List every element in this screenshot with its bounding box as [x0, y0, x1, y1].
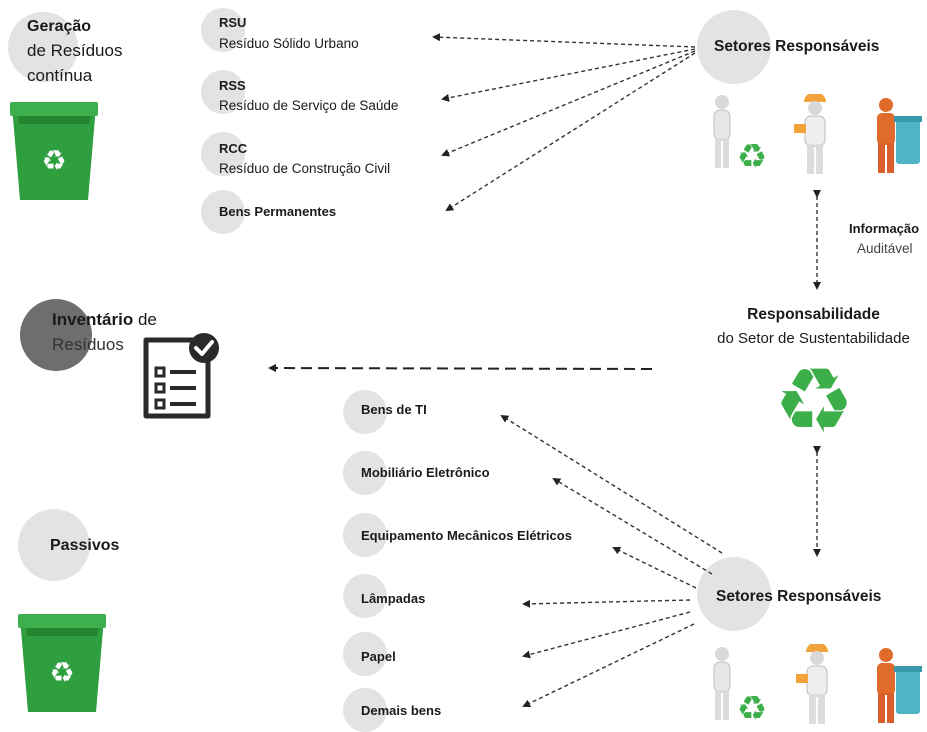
worker-figure-icon [877, 648, 922, 723]
passivos-circle [18, 509, 90, 581]
demais-bens-circle [343, 688, 387, 732]
informacao-line1: Informação [849, 221, 920, 236]
rcc-code: RCC [219, 141, 248, 156]
setores-bottom-title: Setores Responsáveis [716, 588, 882, 605]
rcc-desc: Resíduo de Construção Civil [219, 161, 391, 176]
checklist-icon [143, 333, 219, 419]
arrow-to-lampadas [522, 599, 691, 608]
rss-code: RSS [219, 78, 246, 93]
geracao-line3: contínua [27, 66, 93, 85]
inventario-title: Inventário [52, 310, 134, 329]
arrow-to-bens-ti [500, 414, 723, 554]
responsabilidade-title: Responsabilidade [747, 306, 880, 323]
mobiliario-circle [343, 451, 387, 495]
rcc-circle [201, 132, 245, 176]
arrow-to-rcc [441, 50, 696, 157]
rsu-circle [201, 8, 245, 52]
bens-ti-label: Bens de TI [361, 402, 427, 417]
arrow-to-papel [522, 611, 691, 659]
arrow-to-equipamento [612, 547, 697, 589]
inventario-line2: Resíduos [52, 335, 124, 354]
setores-top-circle [697, 10, 771, 84]
mobiliario-label: Mobiliário Eletrônico [361, 465, 490, 480]
worker-figure-icon: ♻ [713, 95, 767, 174]
arrow-to-rss [441, 48, 696, 102]
setores-bottom-circle [697, 557, 771, 631]
geracao-circle [8, 12, 78, 82]
responsabilidade-subtitle: do Setor de Sustentabilidade [717, 330, 910, 347]
demais-bens-label: Demais bens [361, 703, 442, 718]
equipamento-label: Equipamento Mecânicos Elétricos [361, 528, 572, 543]
worker-figure-icon [877, 98, 922, 173]
geracao-title: Geração [27, 18, 92, 35]
worker-figure-icon [796, 644, 828, 724]
inventario-label: Inventário de [52, 311, 157, 329]
geracao-line2: de Resíduos [27, 41, 123, 60]
inventario-suffix: de [133, 310, 157, 329]
lampadas-circle [343, 574, 387, 618]
bens-permanentes-circle [201, 190, 245, 234]
rsu-desc: Resíduo Sólido Urbano [219, 36, 359, 51]
arrow-to-mobiliario [552, 477, 713, 575]
arrow-to-rsu [432, 33, 696, 48]
equipamento-circle [343, 513, 387, 557]
svg-text:♻: ♻ [49, 656, 74, 689]
passivos-title: Passivos [50, 537, 120, 554]
rss-desc: Resíduo de Serviço de Saúde [219, 98, 399, 113]
inventario-circle [20, 299, 92, 371]
worker-figure-icon: ♻ [713, 647, 767, 726]
bens-ti-circle [343, 390, 387, 434]
recycle-icon: ♻ [774, 352, 855, 442]
setores-top-title: Setores Responsáveis [714, 38, 880, 55]
recycle-bin-icon: ♻ [10, 102, 98, 200]
svg-text:♻: ♻ [737, 689, 767, 726]
lampadas-label: Lâmpadas [361, 591, 426, 606]
svg-text:♻: ♻ [41, 144, 66, 177]
svg-text:♻: ♻ [737, 137, 767, 174]
arrow-to-inventario [268, 364, 653, 373]
rss-circle [201, 70, 245, 114]
rsu-code: RSU [219, 15, 247, 30]
recycle-bin-icon: ♻ [18, 614, 106, 712]
arrow-to-demais-bens [522, 623, 695, 707]
svg-text:♻: ♻ [774, 352, 855, 442]
worker-figure-icon [794, 94, 826, 174]
informacao-line2: Auditável [857, 241, 913, 256]
arrow-to-bens-permanentes [445, 52, 696, 212]
papel-label: Papel [361, 649, 396, 664]
papel-circle [343, 632, 387, 676]
bens-permanentes-label: Bens Permanentes [219, 204, 337, 219]
